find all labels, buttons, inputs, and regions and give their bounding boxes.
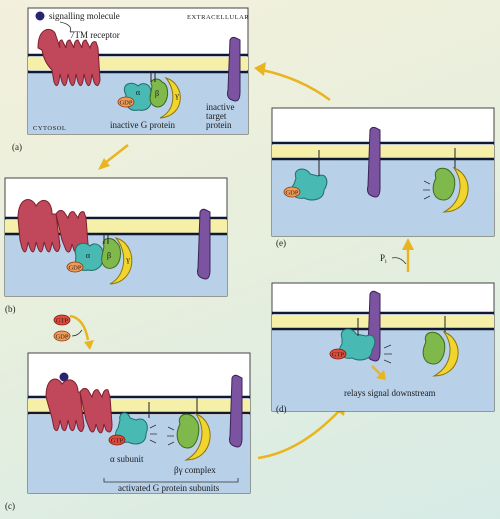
gdp-text: GDP bbox=[55, 334, 68, 341]
beta-subunit bbox=[422, 331, 446, 365]
beta-gamma-complex bbox=[167, 398, 211, 461]
pi-label: Pi bbox=[380, 253, 387, 265]
gdp-text: GDP bbox=[119, 100, 132, 107]
by-complex-label: βγ complex bbox=[174, 465, 216, 475]
gtp-gdp-exchange: GTP GDP bbox=[53, 314, 94, 350]
panel-d: GTP relays signal downstream bbox=[271, 282, 495, 412]
gdp-badge bbox=[66, 261, 84, 273]
7tm-receptor bbox=[17, 199, 89, 254]
alpha-label: α bbox=[86, 251, 91, 260]
gdp-text: GDP bbox=[285, 190, 298, 197]
activation-marks bbox=[149, 424, 157, 444]
inactive-target-line2: target bbox=[206, 111, 227, 121]
beta-subunit bbox=[176, 413, 200, 449]
gamma-label: γ bbox=[174, 91, 179, 100]
arrow-a-to-b bbox=[104, 144, 129, 164]
inactive-target-line1: inactive bbox=[206, 102, 235, 112]
panel-c-letter: (c) bbox=[5, 501, 15, 511]
panel-a-letter: (a) bbox=[12, 142, 22, 152]
cytosol-label: CYTOSOL bbox=[33, 125, 66, 132]
target-protein bbox=[197, 208, 211, 280]
arrow-c-to-d bbox=[257, 409, 341, 460]
alpha-subunit-label: α subunit bbox=[110, 454, 144, 464]
gdp-badge bbox=[283, 186, 301, 198]
target-protein bbox=[367, 126, 381, 198]
beta-subunit bbox=[149, 78, 169, 108]
signalling-molecule-icon bbox=[59, 372, 69, 382]
gamma-label: γ bbox=[125, 255, 130, 264]
relays-label: relays signal downstream bbox=[344, 388, 435, 398]
arrow-e-to-a-head bbox=[254, 62, 266, 76]
gtp-badge bbox=[53, 314, 71, 326]
gtp-text: GTP bbox=[332, 352, 345, 359]
gtp-badge bbox=[329, 348, 347, 360]
activated-alpha-subunit: GTP bbox=[108, 402, 157, 446]
signalling-molecule-label: signalling molecule bbox=[49, 11, 120, 21]
inactive-g-protein-label: inactive G protein bbox=[110, 120, 175, 130]
gtp-text: GTP bbox=[56, 318, 69, 325]
panel-e-letter: (e) bbox=[276, 238, 286, 248]
panel-a: signalling molecule 7TM receptor EXTRACE… bbox=[27, 7, 249, 135]
gdp-text: GDP bbox=[68, 265, 81, 272]
7tm-receptor bbox=[45, 378, 113, 434]
bound-g-protein: GDP α β γ bbox=[66, 234, 133, 285]
inactive-g-protein: GDP α β γ bbox=[117, 72, 181, 119]
arrow-b-to-c bbox=[69, 314, 90, 341]
panel-e: GDP bbox=[271, 107, 495, 237]
beta-gamma-complex bbox=[422, 316, 459, 377]
beta-label: β bbox=[155, 89, 159, 98]
pointer-arrow bbox=[59, 21, 72, 33]
alpha-label: α bbox=[136, 88, 141, 97]
panel-d-letter: (d) bbox=[276, 404, 287, 414]
panel-c: GTP α subunit βγ complex activated G pro… bbox=[27, 352, 251, 494]
panel-b: GDP α β γ bbox=[4, 177, 228, 297]
panel-b-letter: (b) bbox=[5, 304, 16, 314]
pi-release-arrow bbox=[391, 257, 407, 265]
receptor-label: 7TM receptor bbox=[70, 30, 120, 40]
arrow-d-to-e-head bbox=[402, 238, 414, 250]
target-protein bbox=[227, 36, 241, 102]
gtp-badge bbox=[108, 434, 126, 446]
gamma-subunit bbox=[109, 237, 133, 285]
activation-marks bbox=[423, 180, 431, 200]
arrow-b-to-c-head bbox=[84, 340, 94, 350]
signalling-molecule-icon bbox=[35, 11, 45, 21]
7tm-receptor bbox=[37, 28, 101, 87]
beta-gamma-complex bbox=[423, 148, 469, 213]
arrow-e-to-a bbox=[261, 68, 331, 102]
beta-label: β bbox=[107, 251, 111, 260]
gamma-subunit bbox=[159, 77, 181, 119]
gdp-badge bbox=[53, 330, 71, 342]
gtp-text: GTP bbox=[111, 438, 124, 445]
activation-marks bbox=[167, 426, 175, 446]
extracellular-label: EXTRACELLULAR bbox=[187, 14, 249, 21]
relay-arrow-head bbox=[376, 370, 386, 380]
beta-subunit bbox=[432, 167, 456, 201]
gamma-subunit bbox=[184, 412, 211, 461]
target-protein bbox=[229, 374, 243, 448]
bracket bbox=[103, 478, 239, 483]
gamma-subunit bbox=[442, 166, 469, 213]
activated-subunits-label: activated G protein subunits bbox=[118, 483, 220, 493]
arrow-a-to-b-head bbox=[98, 158, 110, 170]
activation-marks bbox=[383, 344, 392, 364]
beta-subunit bbox=[101, 238, 121, 269]
gdp-badge bbox=[117, 96, 135, 108]
inactive-target-line3: protein bbox=[206, 120, 232, 130]
gamma-subunit bbox=[432, 330, 459, 377]
